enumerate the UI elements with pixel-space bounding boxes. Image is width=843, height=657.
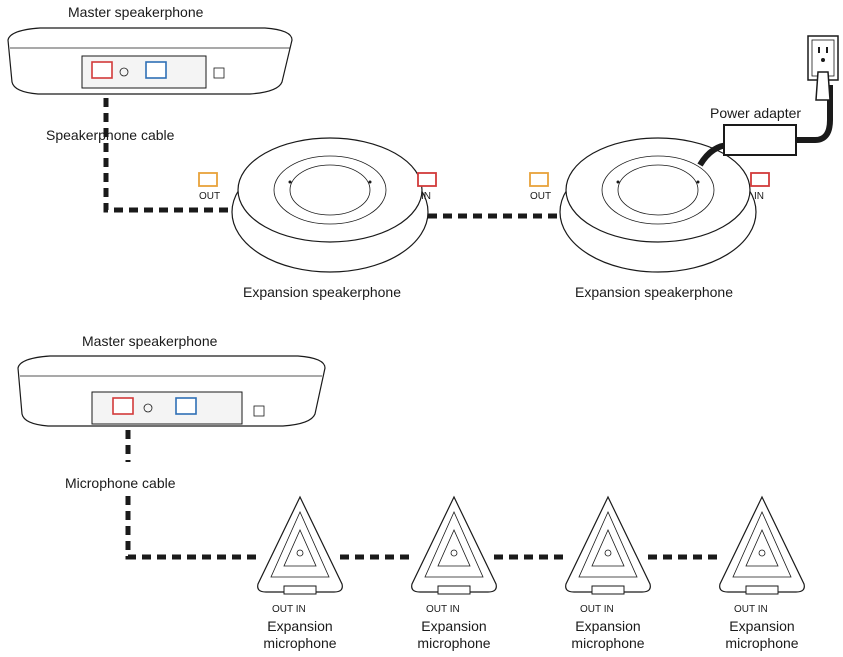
in-port-label-1: IN bbox=[421, 191, 431, 202]
power-cord bbox=[796, 85, 833, 143]
speakerphone-cable bbox=[103, 98, 262, 213]
power-adapter bbox=[723, 124, 797, 156]
expansion-speakerphone-label-1: Expansion speakerphone bbox=[243, 284, 401, 300]
out-port-1 bbox=[198, 172, 218, 187]
mic-label-line1-3: Expansion bbox=[575, 618, 640, 634]
out-port-label-1: OUT bbox=[199, 191, 220, 202]
master-speakerphone-bottom bbox=[17, 355, 326, 427]
microphone-cable-label: Microphone cable bbox=[65, 475, 176, 491]
wall-outlet-icon bbox=[807, 35, 839, 101]
in-port-2 bbox=[750, 172, 770, 187]
expansion-microphone-3 bbox=[565, 495, 651, 595]
mic-label-line2-3: microphone bbox=[571, 635, 644, 651]
mic-label-line1-2: Expansion bbox=[421, 618, 486, 634]
speakerphone-cable-label: Speakerphone cable bbox=[46, 127, 175, 143]
master-speakerphone-top bbox=[7, 27, 293, 95]
mic-label-line1-1: Expansion bbox=[267, 618, 332, 634]
mic-ports-label-2: OUT IN bbox=[426, 604, 460, 615]
mic-label-line2-1: microphone bbox=[263, 635, 336, 651]
mic-ports-label-1: OUT IN bbox=[272, 604, 306, 615]
in-port-label-2: IN bbox=[754, 191, 764, 202]
microphone-cable-run bbox=[125, 496, 258, 560]
mic-ports-label-4: OUT IN bbox=[734, 604, 768, 615]
mic-label-line1-4: Expansion bbox=[729, 618, 794, 634]
expansion-speakerphone-2 bbox=[559, 137, 757, 273]
expansion-microphone-2 bbox=[411, 495, 497, 595]
in-port-1 bbox=[417, 172, 437, 187]
expansion-microphone-4 bbox=[719, 495, 805, 595]
power-adapter-label: Power adapter bbox=[710, 105, 801, 121]
mic-label-line2-4: microphone bbox=[725, 635, 798, 651]
expansion-speakerphone-1 bbox=[231, 137, 429, 273]
master-speakerphone-label-bottom: Master speakerphone bbox=[82, 333, 218, 349]
mic-ports-label-3: OUT IN bbox=[580, 604, 614, 615]
expansion-speakerphone-label-2: Expansion speakerphone bbox=[575, 284, 733, 300]
out-port-2 bbox=[529, 172, 549, 187]
master-speakerphone-label-top: Master speakerphone bbox=[68, 4, 204, 20]
mic-label-line2-2: microphone bbox=[417, 635, 490, 651]
expansion-microphone-1 bbox=[257, 495, 343, 595]
out-port-label-2: OUT bbox=[530, 191, 551, 202]
